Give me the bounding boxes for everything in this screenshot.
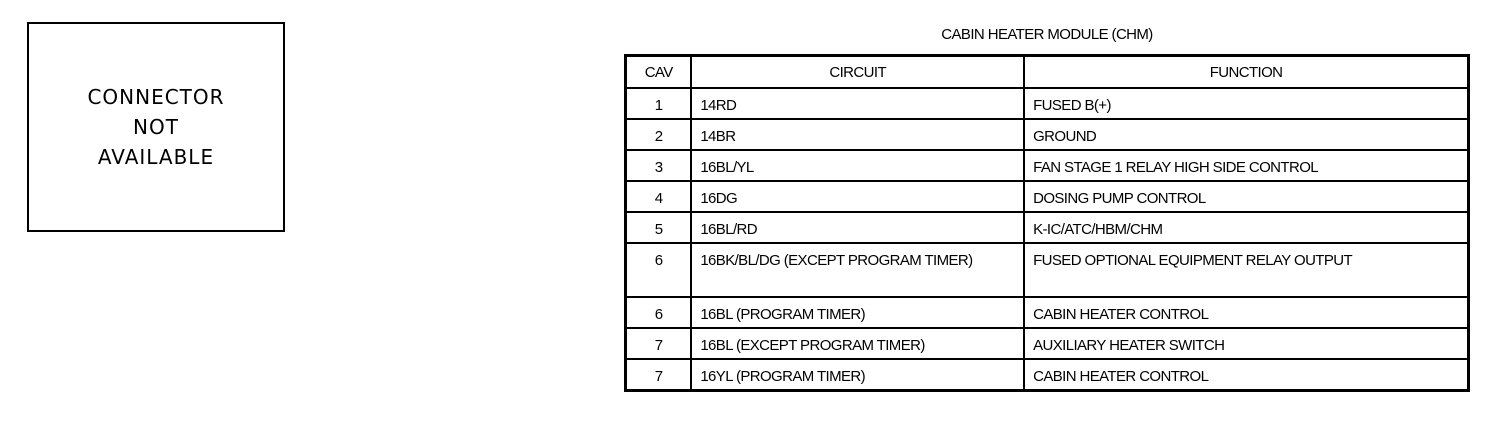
- circuit-cell: 16BL (PROGRAM TIMER): [690, 296, 1026, 329]
- cav-cell: 2: [624, 118, 693, 151]
- cav-cell: 3: [624, 149, 693, 182]
- circuit-cell: 14RD: [690, 87, 1026, 120]
- cav-cell: 4: [624, 180, 693, 213]
- cav-cell: 6: [624, 296, 693, 329]
- table-row: 4 16DG DOSING PUMP CONTROL: [624, 180, 1470, 213]
- function-cell: CABIN HEATER CONTROL: [1023, 358, 1470, 391]
- header-function: FUNCTION: [1023, 54, 1470, 89]
- function-cell: AUXILIARY HEATER SWITCH: [1023, 327, 1470, 360]
- table-row: 3 16BL/YL FAN STAGE 1 RELAY HIGH SIDE CO…: [624, 149, 1470, 182]
- function-cell: GROUND: [1023, 118, 1470, 151]
- function-cell: DOSING PUMP CONTROL: [1023, 180, 1470, 213]
- cav-cell: 6: [624, 242, 693, 298]
- table-row: 6 16BK/BL/DG (EXCEPT PROGRAM TIMER) FUSE…: [624, 242, 1470, 298]
- header-circuit: CIRCUIT: [690, 54, 1026, 89]
- cav-cell: 7: [624, 327, 693, 360]
- cav-cell: 5: [624, 211, 693, 244]
- function-cell: K-IC/ATC/HBM/CHM: [1023, 211, 1470, 244]
- circuit-cell: 14BR: [690, 118, 1026, 151]
- cav-cell: 7: [624, 358, 693, 391]
- circuit-cell: 16BK/BL/DG (EXCEPT PROGRAM TIMER): [690, 242, 1026, 298]
- function-cell: FUSED OPTIONAL EQUIPMENT RELAY OUTPUT: [1023, 242, 1470, 298]
- connector-not-available-box: CONNECTOR NOT AVAILABLE: [27, 22, 285, 232]
- header-cav: CAV: [624, 54, 693, 89]
- table-header-row: CAV CIRCUIT FUNCTION: [624, 54, 1470, 89]
- function-cell: FUSED B(+): [1023, 87, 1470, 120]
- circuit-cell: 16BL (EXCEPT PROGRAM TIMER): [690, 327, 1026, 360]
- function-cell: FAN STAGE 1 RELAY HIGH SIDE CONTROL: [1023, 149, 1470, 182]
- connector-placeholder-line-2: NOT: [133, 115, 179, 139]
- connector-pinout-table: CAV CIRCUIT FUNCTION 1 14RD FUSED B(+) 2…: [624, 54, 1470, 392]
- circuit-cell: 16YL (PROGRAM TIMER): [690, 358, 1026, 391]
- table-row: 6 16BL (PROGRAM TIMER) CABIN HEATER CONT…: [624, 296, 1470, 329]
- table-row: 7 16BL (EXCEPT PROGRAM TIMER) AUXILIARY …: [624, 327, 1470, 360]
- table-row: 5 16BL/RD K-IC/ATC/HBM/CHM: [624, 211, 1470, 244]
- table-title: CABIN HEATER MODULE (CHM): [941, 26, 1153, 43]
- table-row: 1 14RD FUSED B(+): [624, 87, 1470, 120]
- circuit-cell: 16DG: [690, 180, 1026, 213]
- table-row: 7 16YL (PROGRAM TIMER) CABIN HEATER CONT…: [624, 358, 1470, 391]
- circuit-cell: 16BL/YL: [690, 149, 1026, 182]
- function-cell: CABIN HEATER CONTROL: [1023, 296, 1470, 329]
- circuit-cell: 16BL/RD: [690, 211, 1026, 244]
- connector-placeholder-line-3: AVAILABLE: [97, 145, 215, 169]
- connector-placeholder-line-1: CONNECTOR: [87, 85, 225, 109]
- table-row: 2 14BR GROUND: [624, 118, 1470, 151]
- cav-cell: 1: [624, 87, 693, 120]
